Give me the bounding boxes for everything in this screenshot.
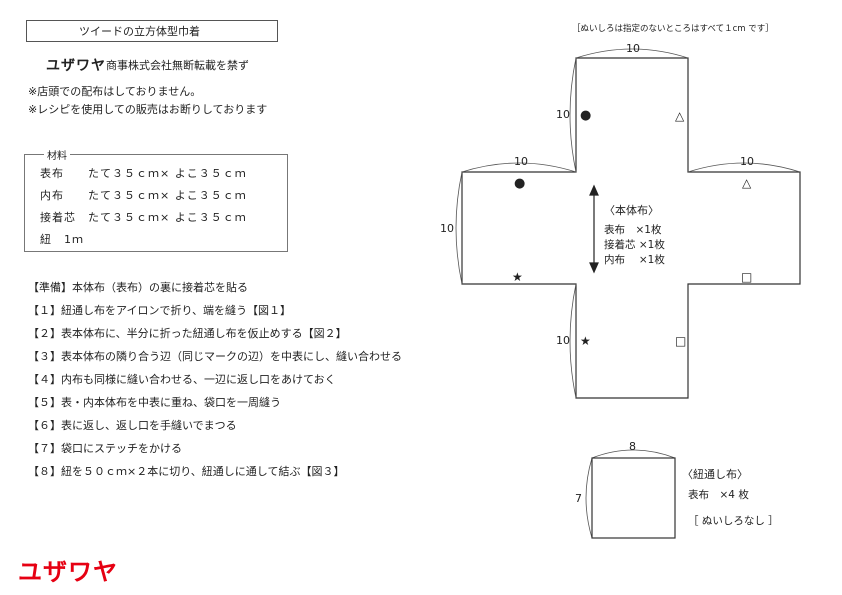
mark-star: ★ [580, 334, 591, 348]
dim-right-arm-top-label: 10 [740, 155, 754, 168]
strip-pattern-label: 〈紐通し布〉 [682, 468, 748, 481]
material-name: 内布 [40, 189, 64, 202]
step-item: 【５】表・内本体布を中表に重ね、袋口を一周縫う [28, 396, 281, 409]
strip-width-label: 8 [629, 440, 636, 453]
page-title: ツイードの立方体型巾着 [79, 25, 200, 38]
materials-box [24, 154, 288, 252]
main-pattern-row: 接着芯 ×1枚 [604, 238, 665, 251]
material-value: たて３５ｃｍ× よこ３５ｃｍ [88, 167, 247, 180]
step-item: 【３】表本体布の隣り合う辺（同じマークの辺）を中表にし、縫い合わせる [28, 350, 402, 363]
brand-logo-small: ユザワヤ [46, 58, 106, 74]
material-value: たて３５ｃｍ× よこ３５ｃｍ [88, 189, 247, 202]
main-pattern-row: 内布 ×1枚 [604, 253, 665, 266]
step-item: 【８】紐を５０ｃｍ×２本に切り、紐通しに通して結ぶ【図３】 [28, 465, 345, 478]
note-line-1: ※店頭での配布はしておりません。 [28, 85, 202, 98]
dim-arc-left-arm-top [461, 162, 577, 173]
materials-legend: 材料 [44, 147, 70, 162]
brand-logo-large: ユザワヤ [18, 558, 118, 586]
dim-arc-bottom-left [569, 283, 577, 399]
mark-triangle: △ [742, 176, 752, 190]
dim-arc-top [575, 48, 689, 59]
dim-top-left-label: 10 [556, 108, 570, 121]
main-pattern-label: 〈本体布〉 [604, 203, 659, 217]
arrow-head-up [589, 184, 599, 196]
step-item: 【１】紐通し布をアイロンで折り、端を縫う【図１】 [28, 304, 292, 317]
dim-left-label: 10 [440, 222, 454, 235]
step-item: 【準備】本体布（表布）の裏に接着芯を貼る [28, 281, 248, 294]
strip-pattern-rect [591, 457, 676, 539]
note-line-2: ※レシピを使用しての販売はお断りしております [28, 103, 268, 116]
mark-triangle: △ [675, 109, 685, 123]
dim-top-label: 10 [626, 42, 640, 55]
dim-left-arm-top-label: 10 [514, 155, 528, 168]
step-item: 【４】内布も同様に縫い合わせる、一辺に返し口をあけておく [28, 373, 336, 386]
dim-arc-left [455, 171, 463, 285]
material-value: たて３５ｃｍ× よこ３５ｃｍ [88, 211, 247, 224]
step-item: 【７】袋口にステッチをかける [28, 442, 182, 455]
dim-arc-strip-left [585, 457, 593, 539]
copyright-text: 商事株式会社無断転載を禁ず [106, 59, 249, 72]
mark-circle: ● [514, 176, 525, 191]
title-box: ツイードの立方体型巾着 [26, 20, 278, 42]
step-item: 【６】表に返し、返し口を手縫いでまつる [28, 419, 237, 432]
material-value: 1ｍ [64, 233, 84, 246]
mark-star: ★ [512, 270, 523, 284]
strip-pattern-row: 表布 ×4 枚 [688, 488, 749, 501]
mark-square: □ [675, 334, 686, 348]
dim-arc-top-left [569, 57, 577, 173]
material-name: 紐 [40, 233, 52, 246]
mark-square: □ [741, 270, 752, 284]
material-name: 表布 [40, 167, 64, 180]
main-pattern-row: 表布 ×1枚 [604, 223, 662, 236]
strip-seam-note: ［ ぬいしろなし ］ [688, 515, 779, 527]
seam-allowance-note: ［ぬいしろは指定のないところはすべて１cm です］ [572, 23, 774, 34]
strip-height-label: 7 [575, 492, 582, 505]
mark-circle: ● [580, 108, 591, 123]
arrow-head-down [589, 262, 599, 274]
dim-arc-strip-top [591, 449, 676, 459]
step-item: 【２】表本体布に、半分に折った紐通し布を仮止めする【図２】 [28, 327, 347, 340]
dim-bottom-left-label: 10 [556, 334, 570, 347]
dim-arc-right-arm-top [687, 162, 801, 173]
material-name: 接着芯 [40, 211, 76, 224]
